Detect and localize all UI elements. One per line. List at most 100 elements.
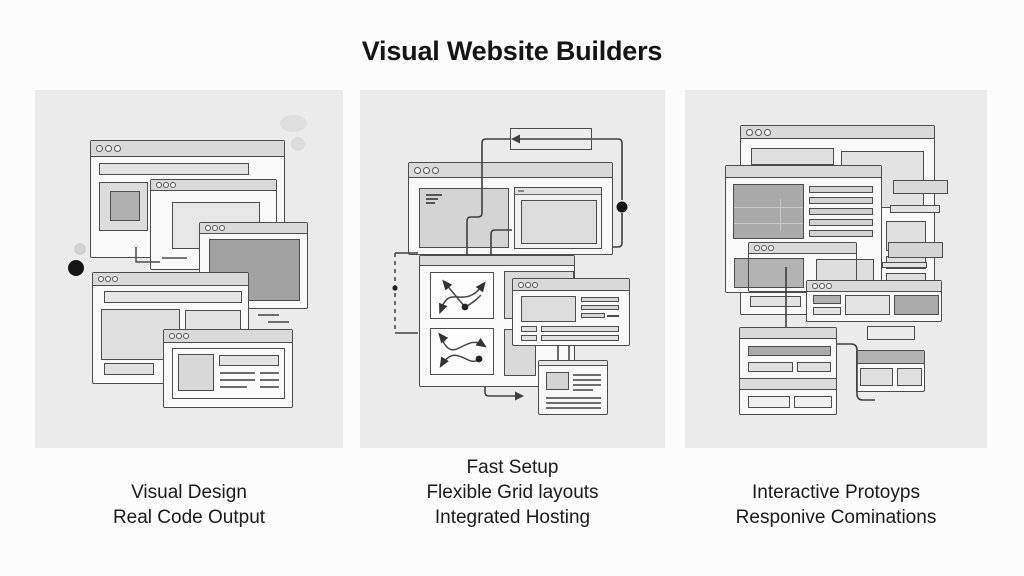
window-titlebar — [91, 141, 284, 157]
curve-editor — [430, 272, 494, 319]
content-box — [172, 348, 285, 399]
window-titlebar — [409, 163, 612, 178]
floating-bar — [882, 262, 927, 268]
grid-line — [734, 223, 803, 224]
browser-window — [408, 162, 613, 255]
field-bar — [521, 326, 537, 332]
floating-bar — [888, 242, 943, 258]
image-placeholder — [521, 200, 597, 244]
divider-strip — [740, 378, 836, 390]
content-box — [860, 368, 893, 386]
hero-block — [419, 188, 509, 248]
image-placeholder — [178, 354, 214, 391]
component-card — [856, 350, 925, 392]
content-box — [845, 295, 890, 315]
field-bar — [581, 305, 619, 310]
caption-line: Real Code Output — [112, 507, 266, 528]
decor-ellipse — [280, 115, 307, 132]
list-bar — [809, 186, 873, 193]
floating-bar — [890, 205, 940, 213]
address-bar — [99, 163, 249, 175]
field-bar — [581, 313, 605, 318]
caption-line: Integrated Hosting — [434, 507, 591, 528]
floating-bar — [867, 326, 915, 340]
field-bar — [748, 396, 790, 408]
list-bar — [809, 230, 873, 237]
window-titlebar — [164, 330, 292, 343]
image-placeholder — [546, 372, 569, 390]
text-line — [260, 386, 279, 388]
mini-titlebar — [515, 188, 601, 195]
image-placeholder — [110, 191, 140, 221]
field-bar — [541, 335, 619, 341]
panel-interactive-prototypes — [685, 90, 987, 448]
content-box — [734, 258, 804, 288]
menu-line — [426, 194, 442, 196]
browser-window — [163, 329, 293, 408]
panel-fast-setup — [360, 90, 665, 448]
window-titlebar — [151, 180, 276, 191]
bezier-curves — [438, 332, 487, 368]
window-titlebar — [749, 243, 856, 254]
window-titlebar — [200, 223, 307, 234]
button-bar — [104, 363, 154, 375]
grid-line — [734, 207, 803, 208]
content-box — [813, 307, 841, 315]
text-line — [546, 407, 601, 409]
text-line — [573, 389, 593, 391]
node-dot — [616, 201, 628, 213]
caption-visual-design: Visual Design Real Code Output — [35, 480, 343, 530]
window-dots-icon — [415, 167, 420, 173]
form-card — [739, 327, 837, 415]
field-bar — [581, 297, 619, 302]
caption-fast-setup: Fast Setup Flexible Grid layouts Integra… — [360, 455, 665, 530]
curve-editor — [430, 328, 494, 375]
field-bar — [521, 335, 537, 341]
page-title: Visual Website Builders — [361, 36, 663, 66]
content-box — [521, 296, 576, 322]
list-bar — [809, 219, 873, 226]
text-line — [573, 379, 601, 381]
browser-window — [806, 280, 942, 322]
heading-bar — [219, 355, 279, 366]
image-placeholder — [733, 184, 804, 239]
window-titlebar — [420, 256, 574, 266]
bezier-curves — [439, 279, 486, 315]
content-box — [99, 182, 148, 231]
text-line — [220, 379, 255, 381]
window-dots-icon — [99, 277, 103, 281]
window-titlebar — [807, 281, 941, 292]
caption-line: Visual Design — [131, 482, 247, 503]
text-line — [573, 384, 601, 386]
list-bar — [809, 208, 873, 215]
window-dots-icon — [170, 334, 174, 338]
caption-line: Interactive Protoyps — [752, 482, 920, 503]
text-line — [607, 315, 619, 317]
field-bar — [794, 396, 832, 408]
text-line — [260, 379, 279, 381]
window-dots-icon — [97, 146, 102, 151]
content-box — [894, 295, 939, 315]
caption-interactive-prototypes: Interactive Protoyps Responive Cominatio… — [685, 480, 987, 530]
field-bar — [748, 362, 793, 372]
browser-window — [512, 278, 630, 346]
card-header-strip — [857, 351, 924, 364]
grid-line — [780, 199, 781, 231]
text-line — [573, 374, 601, 376]
window-dots-icon — [206, 226, 210, 230]
field-bar — [541, 326, 619, 332]
text-line — [258, 314, 279, 316]
browser-window — [748, 242, 857, 292]
text-line — [546, 397, 601, 399]
image-placeholder — [209, 239, 300, 301]
content-box — [813, 295, 841, 304]
back-button-box — [510, 128, 592, 150]
text-line — [260, 372, 279, 374]
decor-black-dot — [68, 260, 84, 276]
flow-arrow-icon — [515, 391, 524, 401]
field-bar — [748, 346, 831, 356]
caption-line: Fast Setup — [466, 457, 559, 478]
caption-line: Responive Cominations — [735, 507, 937, 528]
window-dots-icon — [813, 284, 817, 288]
